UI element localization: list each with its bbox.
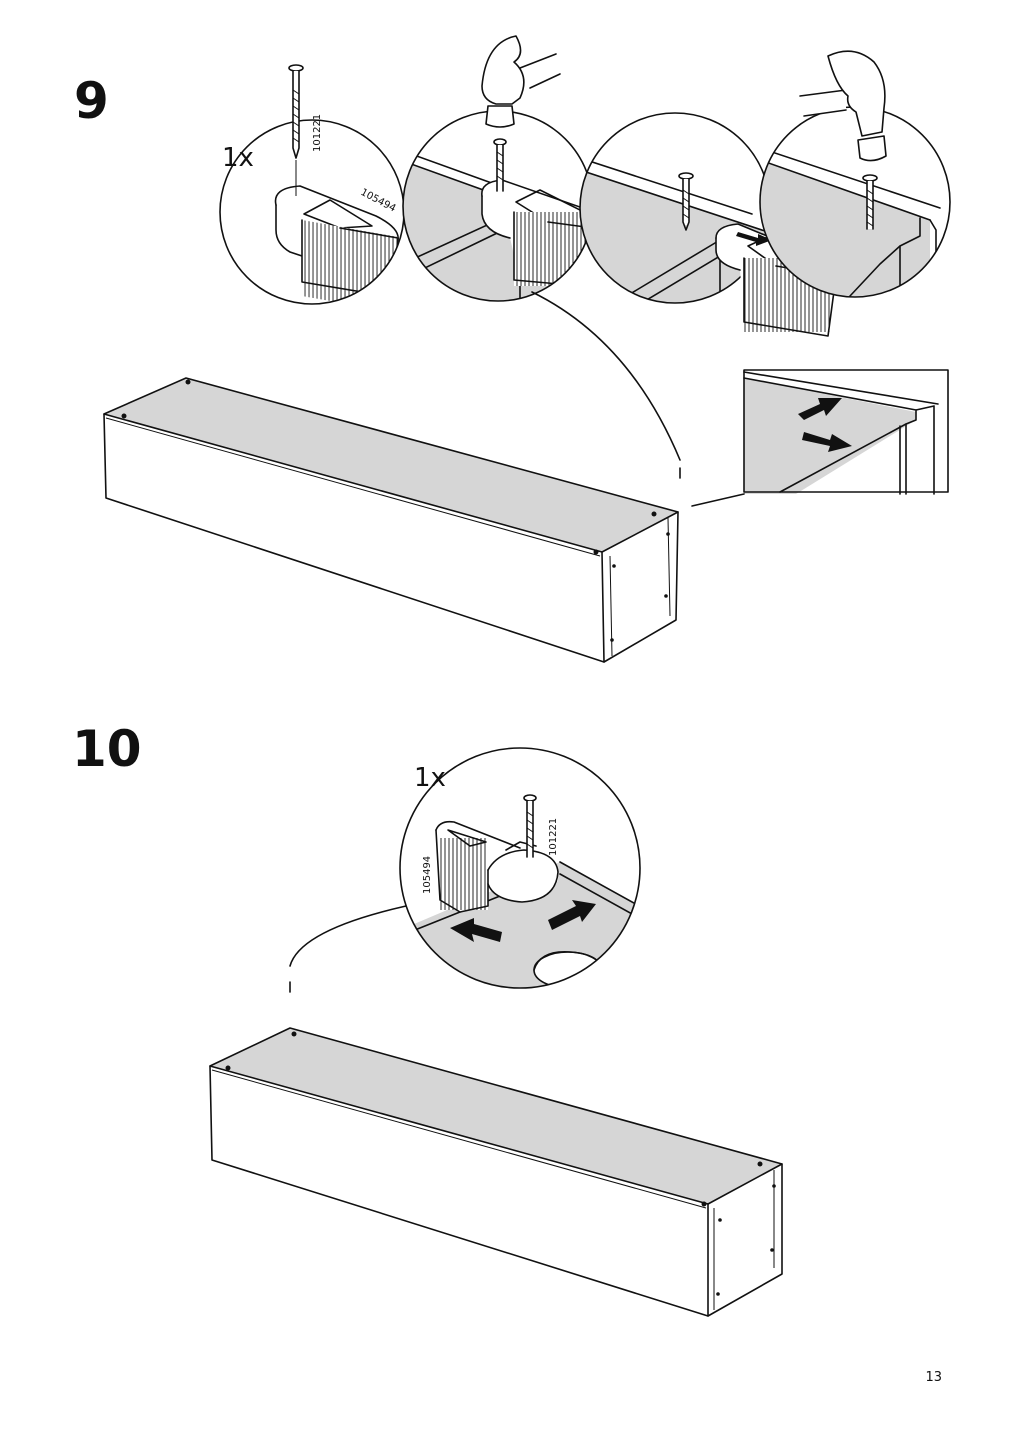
step-9-illustration: 1x 101221 105494 [103,35,951,663]
hammer-icon [481,35,561,128]
nail-icon [678,172,694,231]
step-10-quantity: 1x [414,763,446,793]
clip-icon [435,820,559,913]
step-10-number: 10 [72,720,142,778]
arrow-icon [736,232,772,246]
hammer-icon [799,50,887,162]
step-9-quantity: 1x [222,143,254,173]
cabinet-box-icon [209,1027,783,1317]
nail-icon [862,174,878,230]
step-10-callout: 1x 101221 105494 [399,747,641,989]
clip-icon [715,223,838,337]
nail-icon [523,794,537,858]
page-number: 13 [925,1370,942,1385]
step-9-detail-inset [691,369,949,507]
arrow-icon [798,398,842,420]
arrow-icon [802,432,852,452]
nail-icon [288,64,304,196]
step-9-number: 9 [74,72,109,130]
step-10-clip-part-number: 105494 [422,856,433,894]
arrow-icon [548,900,596,930]
nail-icon [493,138,507,192]
cabinet-box-icon [103,377,679,663]
step-9-hammer-callout [402,35,594,302]
arrow-icon [450,918,502,942]
step-9-nail-part-number: 101221 [312,114,323,152]
step-9-final-callout [759,50,951,298]
step-10-nail-part-number: 101221 [548,818,559,856]
step-10-illustration: 1x 101221 105494 [209,747,783,1317]
step-9-parts-callout: 1x 101221 105494 [219,64,405,305]
